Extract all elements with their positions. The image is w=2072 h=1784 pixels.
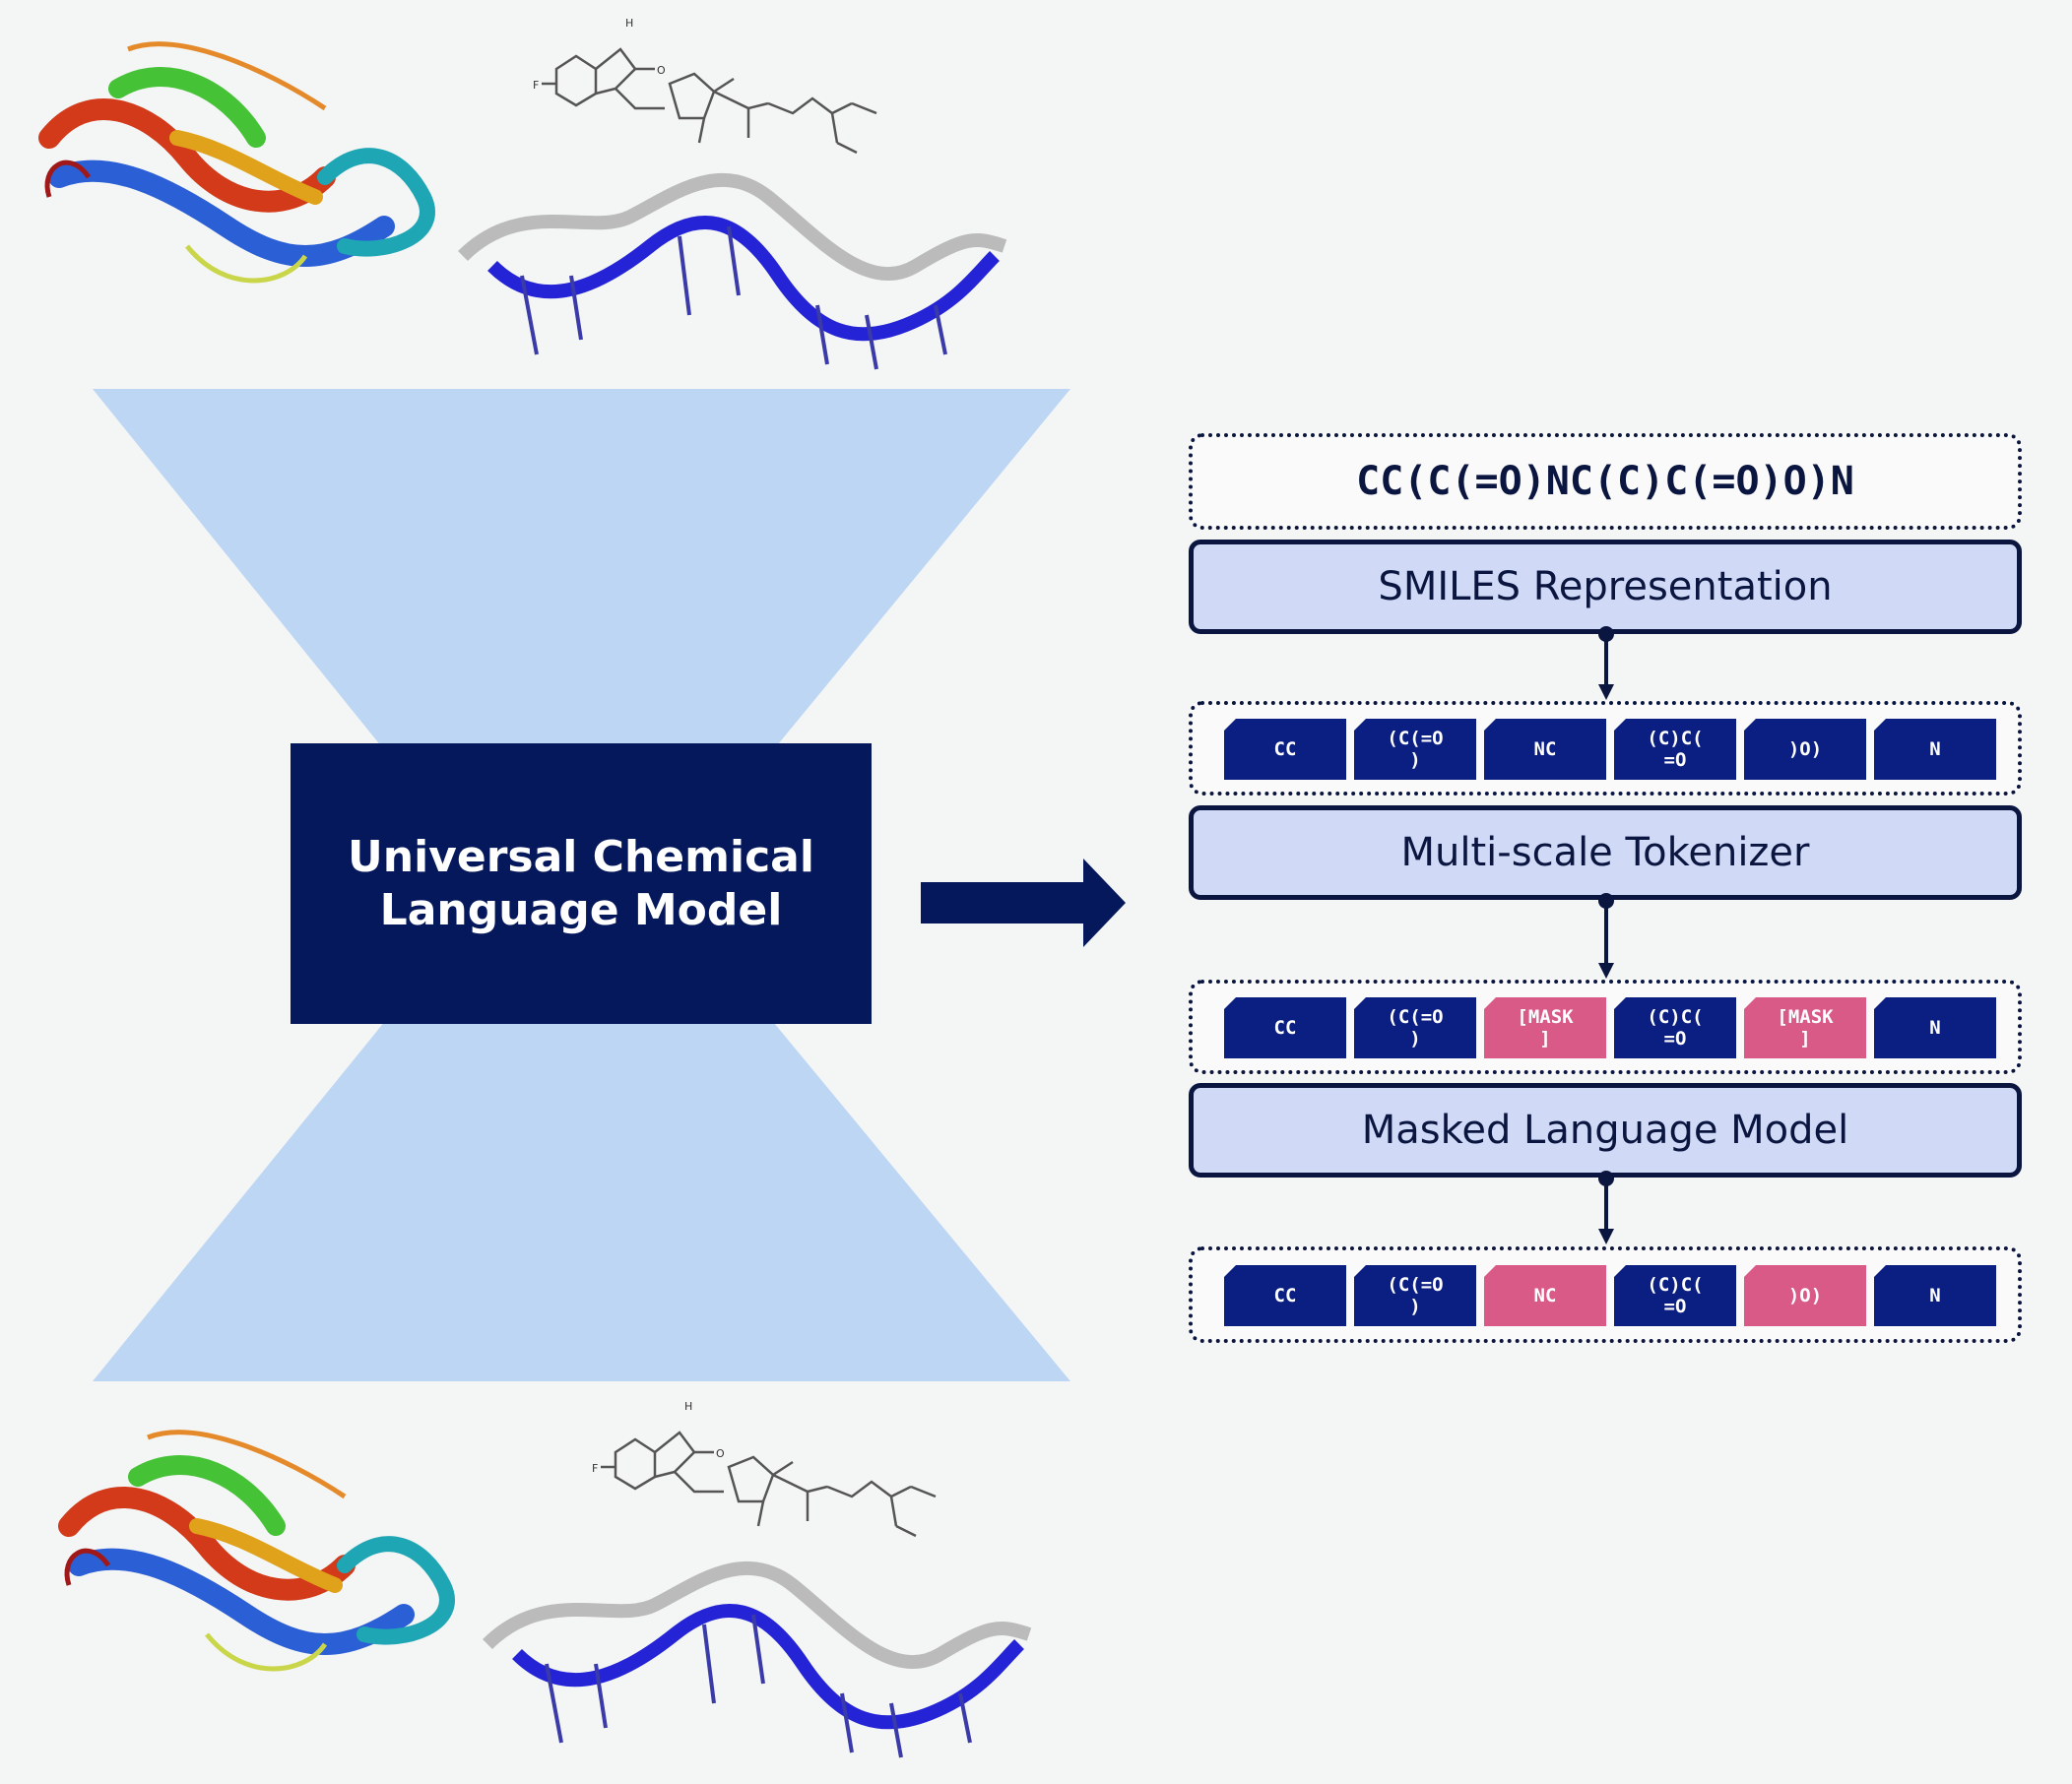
smiles-string-container: CC(C(=O)NC(C)C(=O)O)N	[1189, 433, 2022, 530]
token: CC	[1224, 1265, 1346, 1326]
small-molecule-bottom: F H O	[592, 1400, 937, 1538]
token: N	[1874, 997, 1996, 1058]
universal-chemical-language-model-box: Universal Chemical Language Model	[291, 743, 872, 1024]
smiles-string: CC(C(=O)NC(C)C(=O)O)N	[1356, 459, 1854, 504]
token: N	[1874, 719, 1996, 780]
token-row-1: CC(C(=O )NC(C)C( =O)O)N	[1224, 719, 1996, 780]
core-model-title-line1: Universal Chemical	[348, 831, 814, 882]
masked-token: [MASK ]	[1744, 997, 1866, 1058]
top-funnel	[93, 389, 1070, 778]
hourglass-funnel	[93, 389, 1070, 1381]
core-model-title-line2: Language Model	[379, 884, 783, 935]
token: CC	[1224, 719, 1346, 780]
nh-label-bottom: H	[684, 1400, 692, 1413]
stage-smiles-representation: SMILES Representation	[1189, 540, 2022, 634]
fluorine-label: F	[533, 79, 539, 92]
connector-arrow-2	[1598, 893, 1614, 979]
token: N	[1874, 1265, 1996, 1326]
masked-token: [MASK ]	[1484, 997, 1606, 1058]
oxygen-label-bottom: O	[716, 1447, 725, 1460]
token: CC	[1224, 997, 1346, 1058]
masked-token: NC	[1484, 1265, 1606, 1326]
token: (C(=O )	[1354, 1265, 1476, 1326]
token: NC	[1484, 719, 1606, 780]
protein-structure-bottom	[58, 1430, 455, 1672]
stage-masked-language-model: Masked Language Model	[1189, 1083, 2022, 1178]
right-arrow-icon	[921, 859, 1126, 947]
rna-structure-top	[458, 172, 1007, 370]
token: (C)C( =O	[1614, 1265, 1736, 1326]
rna-structure-bottom	[483, 1561, 1032, 1758]
masked-token: )O)	[1744, 1265, 1866, 1326]
connector-arrow-3	[1598, 1171, 1614, 1244]
bottom-funnel	[93, 994, 1070, 1381]
connector-arrow-1	[1598, 626, 1614, 700]
protein-structure-top	[38, 41, 435, 284]
token: )O)	[1744, 719, 1866, 780]
stage-multi-scale-tokenizer: Multi-scale Tokenizer	[1189, 805, 2022, 900]
nh-label: H	[625, 17, 633, 30]
small-molecule-top: F H O	[533, 17, 877, 155]
token-row-3: CC(C(=O )NC(C)C( =O)O)N	[1224, 1265, 1996, 1326]
fluorine-label-bottom: F	[592, 1462, 598, 1475]
token: (C(=O )	[1354, 719, 1476, 780]
token: (C)C( =O	[1614, 997, 1736, 1058]
oxygen-label: O	[657, 64, 666, 77]
token: (C(=O )	[1354, 997, 1476, 1058]
token: (C)C( =O	[1614, 719, 1736, 780]
token-row-2: CC(C(=O )[MASK ](C)C( =O[MASK ]N	[1224, 997, 1996, 1058]
